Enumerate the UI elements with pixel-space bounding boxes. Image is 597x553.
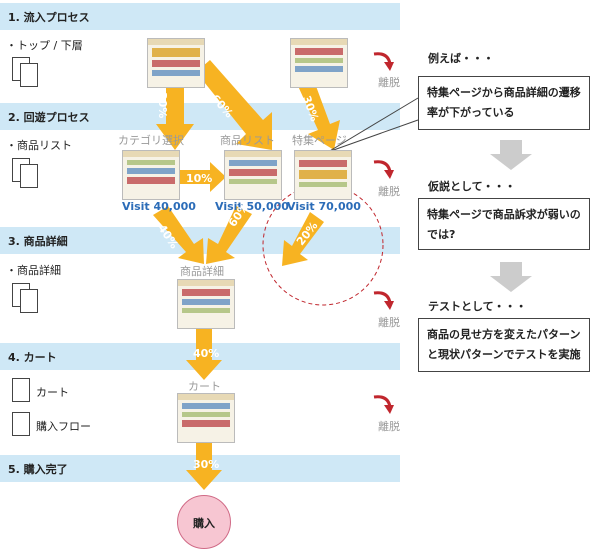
stage-band-1: 1. 流入プロセス xyxy=(0,3,400,30)
visit-count-category: Visit 40,000 xyxy=(122,200,196,213)
purchase-label: 購入 xyxy=(193,517,215,530)
document-icon xyxy=(12,412,30,436)
exit-arrow xyxy=(373,52,394,71)
page-label-detail: 商品詳細 xyxy=(180,265,224,278)
visit-count-list: Visit 50,000 xyxy=(215,200,289,213)
hypothesis-box: 特集ページで商品訴求が弱いのでは? xyxy=(418,198,590,250)
visit-count-feature: Visit 70,000 xyxy=(287,200,361,213)
side-label-product-detail: ・商品詳細 xyxy=(6,264,61,277)
flow-arrow xyxy=(186,437,222,490)
hypothesis-text: 特集ページで商品訴求が弱いのでは? xyxy=(427,208,581,241)
purchase-circle: 購入 xyxy=(177,495,231,549)
example-title: 例えば・・・ xyxy=(428,52,494,65)
hypothesis-title: 仮説として・・・ xyxy=(428,180,516,193)
rate-label: 30% xyxy=(156,92,169,119)
exit-arrow xyxy=(373,291,394,310)
test-text: 商品の見せ方を変えたパターンと現状パターンでテストを実施 xyxy=(427,328,581,361)
stage-title: 1. 流入プロセス xyxy=(8,11,90,24)
rate-label: 10% xyxy=(186,172,213,185)
document-icon xyxy=(20,164,38,188)
side-label-cart: カート xyxy=(36,386,69,399)
document-icon xyxy=(20,63,38,87)
down-arrow-icon xyxy=(490,140,532,170)
stage-title: 3. 商品詳細 xyxy=(8,235,68,248)
stage-title: 2. 回遊プロセス xyxy=(8,111,90,124)
side-label-purchase-flow: 購入フロー xyxy=(36,420,91,433)
exit-label: 離脱 xyxy=(378,76,400,89)
flow-arrow xyxy=(180,162,226,192)
exit-arrow xyxy=(373,395,394,414)
side-label-product-list: ・商品リスト xyxy=(6,139,72,152)
stage-title: 4. カート xyxy=(8,351,57,364)
flow-arrow xyxy=(282,212,324,266)
page-thumbnail-category xyxy=(122,150,180,200)
page-label-list: 商品リスト xyxy=(220,134,275,147)
callout-line xyxy=(327,119,419,153)
page-label-feature: 特集ページ xyxy=(292,134,347,147)
example-box: 特集ページから商品詳細の遷移率が下がっている xyxy=(418,76,590,130)
test-box: 商品の見せ方を変えたパターンと現状パターンでテストを実施 xyxy=(418,318,590,372)
page-label-cart: カート xyxy=(188,380,221,393)
flow-arrow xyxy=(196,60,272,150)
stage-title: 5. 購入完了 xyxy=(8,463,68,476)
flow-arrow xyxy=(156,82,194,150)
side-label-top-lower: ・トップ / 下層 xyxy=(6,39,83,52)
page-thumbnail-detail xyxy=(177,279,235,329)
document-icon xyxy=(12,378,30,402)
rate-label: 40% xyxy=(193,347,220,360)
flow-arrow xyxy=(206,206,252,264)
page-thumbnail-lower xyxy=(290,38,348,88)
test-title: テストとして・・・ xyxy=(428,300,527,313)
example-text: 特集ページから商品詳細の遷移率が下がっている xyxy=(427,86,581,119)
rate-label: 30% xyxy=(193,458,220,471)
flow-arrow xyxy=(153,206,204,264)
exit-label: 離脱 xyxy=(378,316,400,329)
flow-arrow xyxy=(298,78,340,150)
exit-arrow xyxy=(373,160,394,179)
stage-band-2: 2. 回遊プロセス xyxy=(0,103,400,130)
page-label-category: カテゴリ選択 xyxy=(118,134,184,147)
callout-line xyxy=(327,97,419,153)
page-thumbnail-feature xyxy=(294,150,352,200)
document-icon xyxy=(20,289,38,313)
exit-label: 離脱 xyxy=(378,420,400,433)
page-thumbnail-top xyxy=(147,38,205,88)
page-thumbnail-cart xyxy=(177,393,235,443)
flow-arrow xyxy=(186,325,222,380)
down-arrow-icon xyxy=(490,262,532,292)
page-thumbnail-list xyxy=(224,150,282,200)
exit-label: 離脱 xyxy=(378,185,400,198)
